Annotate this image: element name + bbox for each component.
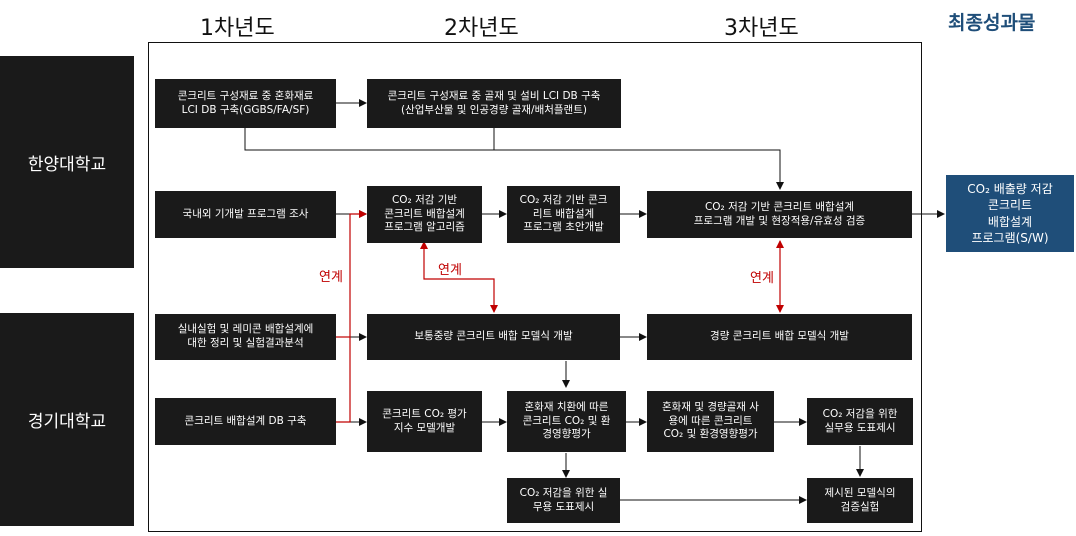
task-program-development: CO₂ 저감 기반 콘크리트 배합설계 프로그램 개발 및 현장적용/유효성 검… bbox=[647, 191, 912, 238]
task-program-draft: CO₂ 저감 기반 콘크 리트 배합설계 프로그램 초안개발 bbox=[507, 186, 620, 243]
timeline-frame bbox=[148, 42, 922, 532]
link-label-right: 연계 bbox=[750, 267, 774, 286]
task-model-verification: 제시된 모델식의 검증실험 bbox=[807, 478, 913, 523]
task-program-algorithm: CO₂ 저감 기반 콘크리트 배합설계 프로그램 알고리즘 bbox=[367, 186, 482, 243]
year-1-header: 1차년도 bbox=[200, 16, 275, 41]
link-label-left: 연계 bbox=[319, 266, 343, 285]
task-admixture-impact: 혼화재 치환에 따른 콘크리트 CO₂ 및 환 경영향평가 bbox=[507, 391, 626, 452]
task-aggregate-lci-db: 콘크리트 구성재료 중 골재 및 설비 LCI DB 구축 (산업부산물 및 인… bbox=[367, 79, 621, 128]
year-3-header: 3차년도 bbox=[724, 16, 799, 41]
task-admixture-lci-db: 콘크리트 구성재료 중 혼화재료 LCI DB 구축(GGBS/FA/SF) bbox=[155, 79, 336, 128]
year-2-header: 2차년도 bbox=[444, 16, 519, 41]
org-hanyang: 한양대학교 bbox=[0, 56, 134, 268]
task-mix-design-db: 콘크리트 배합설계 DB 구축 bbox=[155, 398, 336, 445]
final-output-program: CO₂ 배출량 저감 콘크리트 배합설계 프로그램(S/W) bbox=[946, 175, 1074, 252]
org-kyonggi: 경기대학교 bbox=[0, 313, 134, 526]
task-program-survey: 국내외 기개발 프로그램 조사 bbox=[155, 191, 336, 238]
task-lightweight-impact: 혼화재 및 경량골재 사 용에 따른 콘크리트 CO₂ 및 환경영향평가 bbox=[647, 391, 774, 452]
task-practical-chart-2: CO₂ 저감을 위한 실 무용 도표제시 bbox=[507, 478, 620, 523]
task-lightweight-model: 경량 콘크리트 배합 모델식 개발 bbox=[647, 314, 912, 360]
final-output-title: 최종성과물 bbox=[948, 12, 1036, 34]
task-co2-index-model: 콘크리트 CO₂ 평가 지수 모델개발 bbox=[367, 391, 482, 452]
task-normal-weight-model: 보통중량 콘크리트 배합 모델식 개발 bbox=[367, 314, 620, 360]
task-practical-chart-3: CO₂ 저감을 위한 실무용 도표제시 bbox=[807, 398, 913, 445]
link-label-middle: 연계 bbox=[438, 259, 462, 278]
task-lab-analysis: 실내실험 및 레미콘 배합설계에 대한 정리 및 실험결과분석 bbox=[155, 314, 336, 360]
